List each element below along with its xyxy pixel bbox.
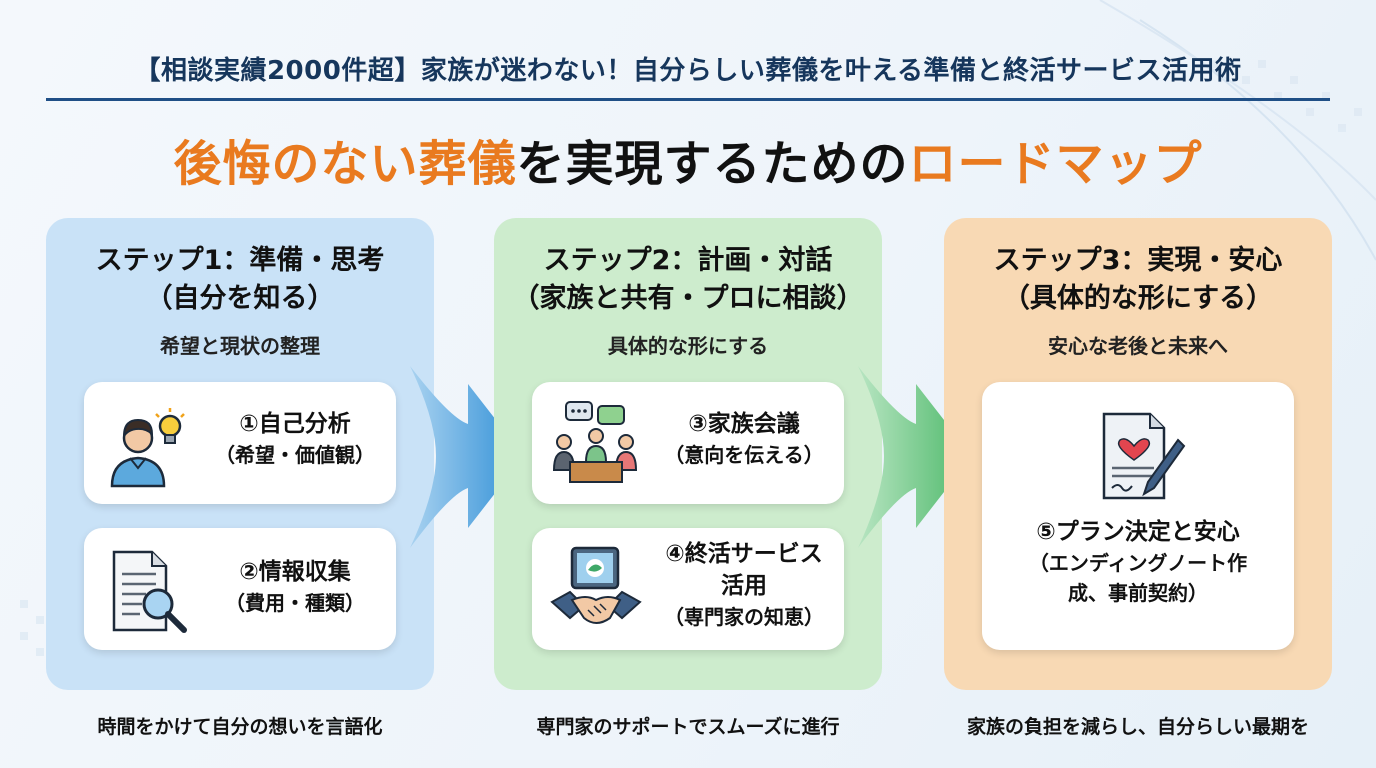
card-family-meeting-label: ③家族会議 <box>688 411 800 437</box>
card-plan-decision-sub-1: （エンディングノート作 <box>1028 551 1248 575</box>
step-1-title: ステップ1：準備・思考 <box>95 245 385 276</box>
card-plan-decision: ⑤プラン決定と安心 （エンディングノート作 成、事前契約） <box>982 382 1294 650</box>
step-1-footer: 時間をかけて自分の想いを言語化 <box>97 716 383 738</box>
handshake-icon <box>550 546 642 624</box>
document-magnifier-icon <box>112 550 187 633</box>
card-family-meeting: ③家族会議 （意向を伝える） <box>532 382 844 504</box>
card-shukatsu-service: ④終活サービス 活用 （専門家の知恵） <box>532 528 844 650</box>
card-self-analysis-label: ①自己分析 <box>239 411 351 437</box>
card-plan-decision-label: ⑤プラン決定と安心 <box>1036 519 1240 545</box>
main-title-accent-1: 後悔のない葬儀 <box>173 136 517 192</box>
card-shukatsu-service-label-2: 活用 <box>721 573 767 599</box>
step-3-panel: ステップ3：実現・安心 （具体的な形にする） 安心な老後と未来へ ⑤プラン決定と… <box>944 218 1332 690</box>
step-1-panel: ステップ1：準備・思考 （自分を知る） 希望と現状の整理 ①自己分析 （希望・価… <box>46 218 434 690</box>
card-shukatsu-service-label-1: ④終活サービス <box>665 541 823 567</box>
card-family-meeting-sub: （意向を伝える） <box>664 443 824 467</box>
card-self-analysis-sub: （希望・価値観） <box>215 443 375 467</box>
card-info-gathering: ②情報収集 （費用・種類） <box>84 528 396 650</box>
step-2-title: ステップ2：計画・対話 <box>543 245 833 276</box>
step-2-footer: 専門家のサポートでスムーズに進行 <box>536 716 840 738</box>
step-2-title-sub: （家族と共有・プロに相談） <box>512 283 864 314</box>
main-title: 後悔のない葬儀を実現するためのロードマップ <box>0 124 1376 194</box>
arrow-right-icon <box>858 366 972 548</box>
step-1-title-sub: （自分を知る） <box>145 283 335 314</box>
main-title-accent-2: ロードマップ <box>908 136 1203 192</box>
card-info-gathering-sub: （費用・種類） <box>225 591 365 615</box>
arrow-right-icon <box>410 366 524 548</box>
card-plan-decision-sub-2: 成、事前契約） <box>1068 581 1208 605</box>
header-title: 【相談実績2000件超】家族が迷わない！自分らしい葬儀を叶える準備と終活サービス… <box>134 56 1242 86</box>
header-divider <box>46 98 1330 101</box>
person-idea-icon <box>110 408 185 488</box>
card-info-gathering-label: ②情報収集 <box>239 559 351 585</box>
step-3-title: ステップ3：実現・安心 <box>993 245 1283 276</box>
card-self-analysis: ①自己分析 （希望・価値観） <box>84 382 396 504</box>
contract-pen-icon <box>1102 412 1186 500</box>
main-title-middle: を実現するための <box>516 136 909 192</box>
step-3-subtitle: 安心な老後と未来へ <box>1048 334 1228 358</box>
family-meeting-icon <box>552 401 638 483</box>
card-shukatsu-service-sub: （専門家の知恵） <box>664 605 824 629</box>
step-3-title-sub: （具体的な形にする） <box>1002 283 1274 314</box>
step-2-panel: ステップ2：計画・対話 （家族と共有・プロに相談） 具体的な形にする ③家族会議… <box>494 218 882 690</box>
step-3-footer: 家族の負担を減らし、自分らしい最期を <box>966 716 1309 738</box>
step-1-subtitle: 希望と現状の整理 <box>160 334 320 358</box>
step-2-subtitle: 具体的な形にする <box>607 334 769 358</box>
